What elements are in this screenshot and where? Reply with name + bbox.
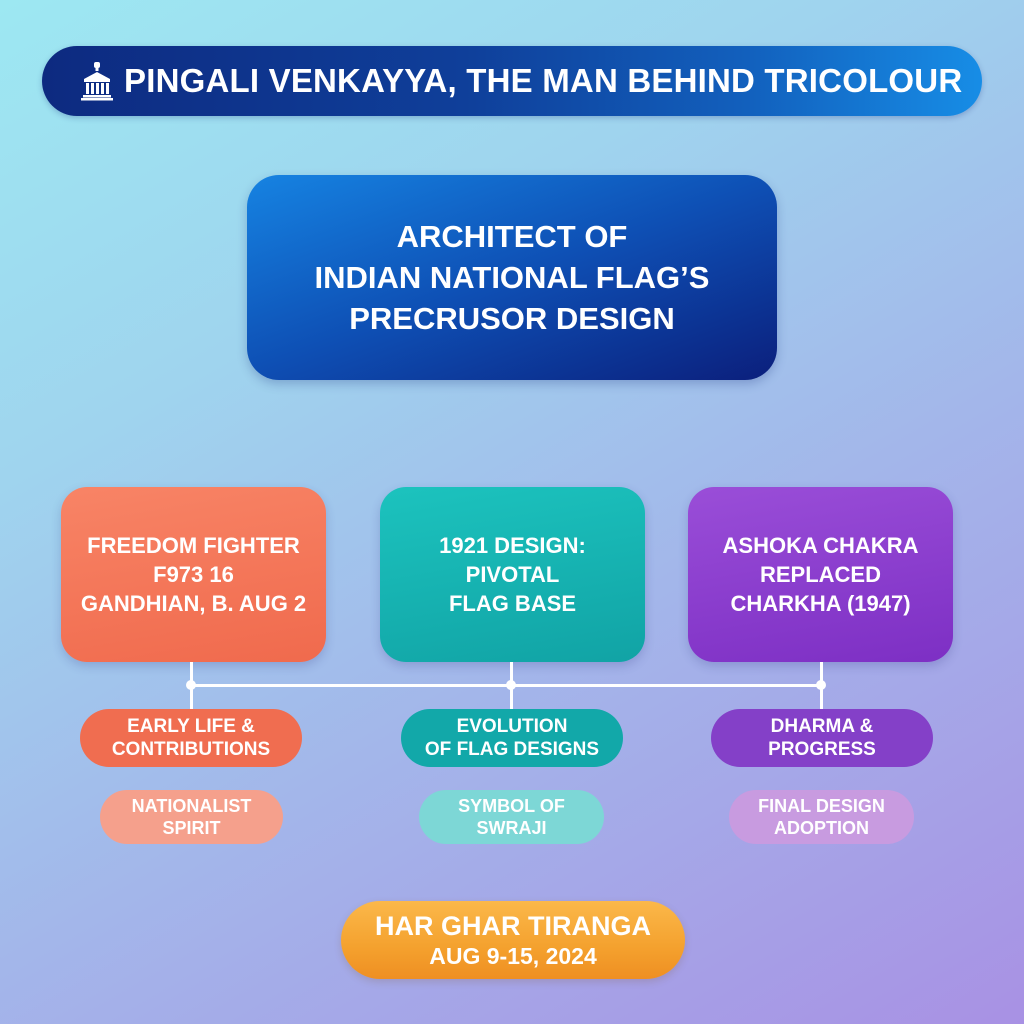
tag-line: ADOPTION [773, 818, 869, 838]
subtopic-line: CONTRIBUTIONS [111, 739, 271, 760]
branch-card-freedom-fighter: FREEDOM FIGHTER F973 16 GANDHIAN, B. AUG… [61, 487, 326, 662]
subtopic-line: DHARMA & [770, 716, 874, 737]
card-line: GANDHIAN, B. AUG 2 [80, 591, 307, 616]
card-line: 1921 DESIGN: [439, 533, 586, 558]
tag-nationalist-spirit: NATIONALIST SPIRIT [100, 790, 283, 844]
tag-final-design-adoption: FINAL DESIGN ADOPTION [729, 790, 914, 844]
tag-line: SWRAJI [476, 818, 547, 838]
subtopic-evolution: EVOLUTION OF FLAG DESIGNS [401, 709, 623, 767]
connector-node-1 [186, 680, 196, 690]
subtopic-line: OF FLAG DESIGNS [424, 739, 600, 760]
tag-line: NATIONALIST [131, 796, 252, 816]
card-line: FREEDOM FIGHTER [87, 533, 300, 558]
tag-symbol-of-swraji: SYMBOL OF SWRAJI [419, 790, 604, 844]
subtopic-dharma: DHARMA & PROGRESS [711, 709, 933, 767]
branch-card-1921-design: 1921 DESIGN: PIVOTAL FLAG BASE [380, 487, 645, 662]
branch-card-ashoka-chakra: ASHOKA CHAKRA REPLACED CHARKHA (1947) [688, 487, 953, 662]
connector-node-2 [506, 680, 516, 690]
tag-line: FINAL DESIGN [758, 796, 885, 816]
subtopic-line: PROGRESS [768, 739, 876, 760]
card-line: PIVOTAL [465, 562, 560, 587]
tag-line: SPIRIT [162, 818, 221, 838]
card-line: F973 16 [153, 562, 234, 587]
central-topic-line-2: INDIAN NATIONAL FLAG’S [314, 260, 710, 295]
tag-line: SYMBOL OF [458, 796, 565, 816]
subtopic-early-life: EARLY LIFE & CONTRIBUTIONS [80, 709, 302, 767]
title-banner: PINGALI VENKAYYA, THE MAN BEHIND TRICOLO… [42, 46, 982, 116]
card-line: CHARKHA (1947) [730, 591, 911, 616]
footer-title: HAR GHAR TIRANGA [375, 911, 651, 941]
government-building-emblem-icon [80, 61, 114, 101]
har-ghar-tiranga-badge: HAR GHAR TIRANGA AUG 9-15, 2024 [341, 901, 685, 979]
subtopic-line: EVOLUTION [456, 716, 568, 737]
subtopic-line: EARLY LIFE & [127, 716, 255, 737]
card-line: REPLACED [759, 562, 881, 587]
card-line: ASHOKA CHAKRA [722, 533, 919, 558]
connector-node-3 [816, 680, 826, 690]
central-topic-line-3: PRECRUSOR DESIGN [349, 301, 675, 336]
page-title: PINGALI VENKAYYA, THE MAN BEHIND TRICOLO… [124, 62, 963, 99]
central-topic-box: ARCHITECT OF INDIAN NATIONAL FLAG’S PREC… [247, 175, 777, 380]
card-line: FLAG BASE [448, 591, 577, 616]
footer-date: AUG 9-15, 2024 [429, 943, 597, 969]
central-topic-line-1: ARCHITECT OF [396, 219, 628, 254]
